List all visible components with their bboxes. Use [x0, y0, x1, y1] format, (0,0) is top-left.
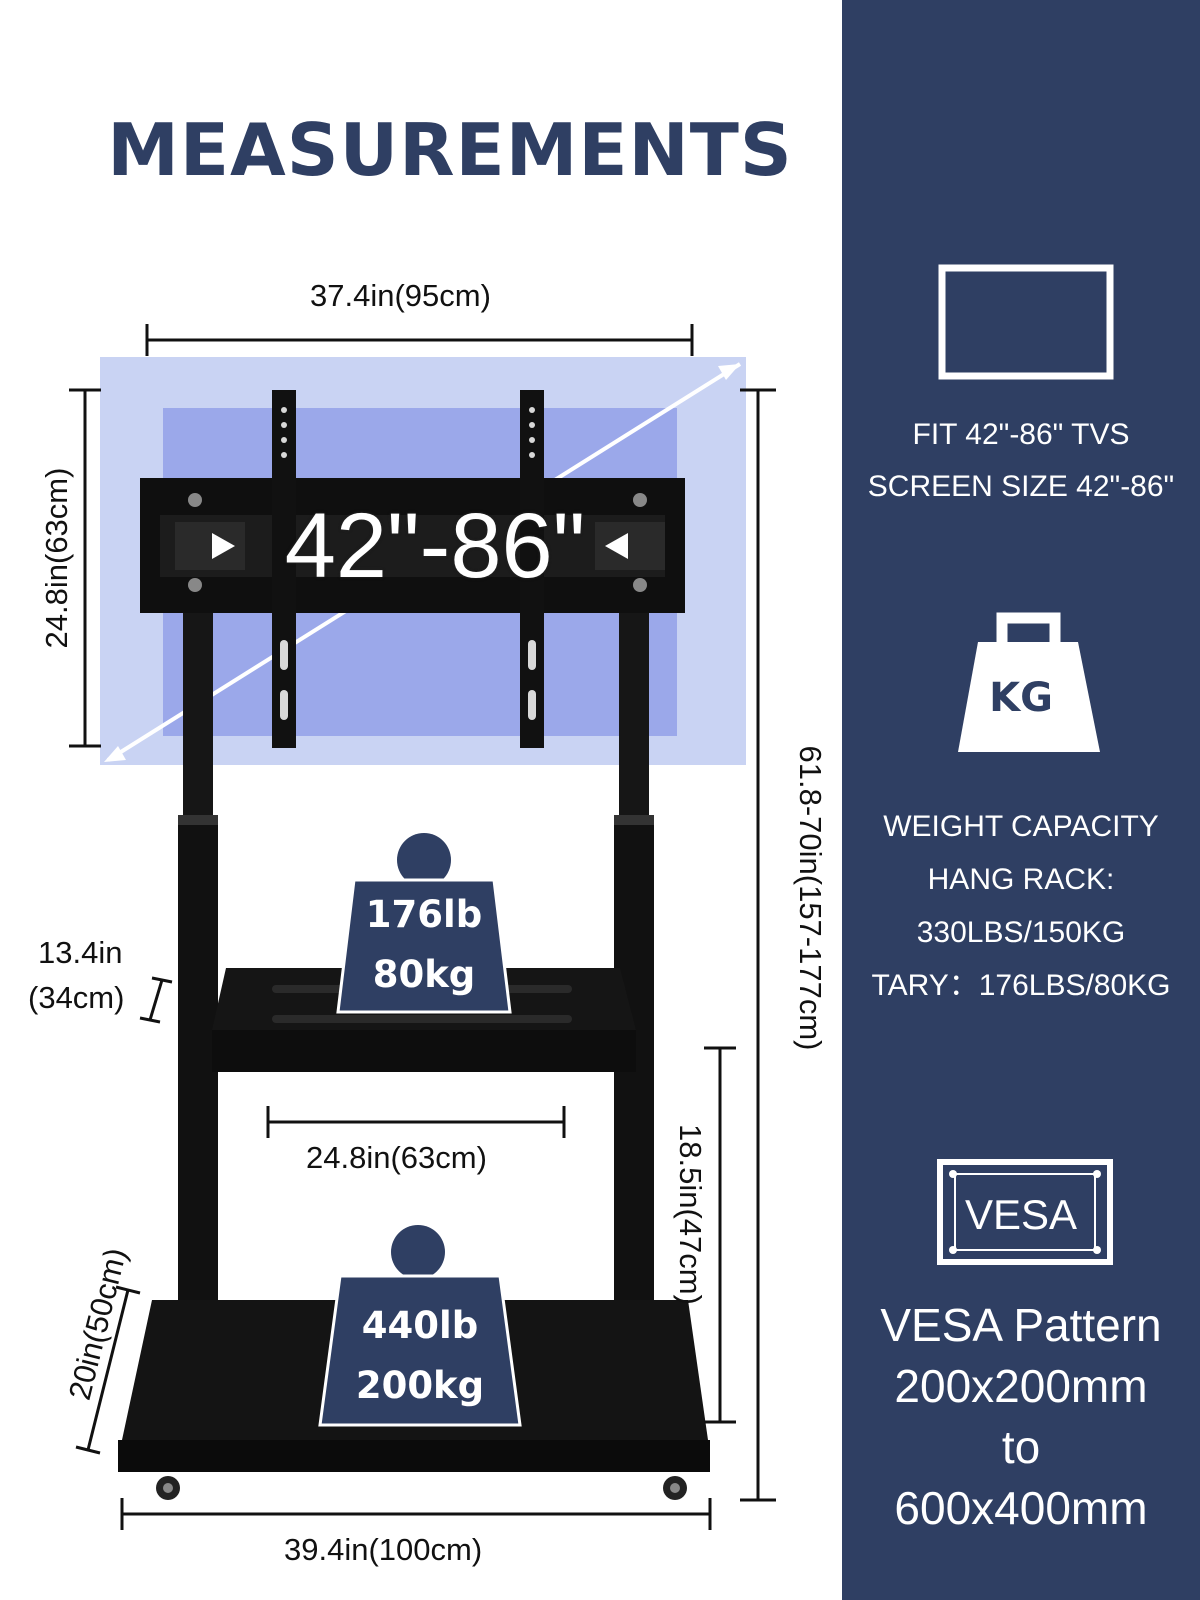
right-upright-upper — [619, 600, 649, 825]
shelf-gap-label-line1: 13.4in — [38, 935, 123, 970]
fit-text-line2: SCREEN SIZE 42"-86" — [867, 470, 1175, 503]
vesa-line2: 200x200mm — [894, 1360, 1148, 1412]
lower-height-label: 18.5in(47cm) — [673, 1124, 708, 1305]
base-width-label: 39.4in(100cm) — [284, 1532, 483, 1567]
capacity-line2: HANG RACK: — [927, 863, 1115, 896]
vesa-line1: VESA Pattern — [880, 1299, 1162, 1351]
mount-width-label: 37.4in(95cm) — [310, 278, 491, 313]
shelf-width-label: 24.8in(63cm) — [306, 1140, 487, 1175]
vesa-arm-left — [272, 390, 296, 748]
total-height-label: 61.8-70in(157-177cm) — [793, 745, 828, 1051]
shelf-weight-kg: 80kg — [372, 953, 476, 996]
vesa-icon-label: VESA — [964, 1191, 1078, 1238]
capacity-line4: TARY：176LBS/80KG — [871, 969, 1171, 1002]
screen-size-label: 42"-86" — [284, 495, 586, 597]
base-weight-kg: 200kg — [355, 1364, 485, 1407]
kg-icon-label: KG — [989, 675, 1053, 721]
base-weight-badge — [318, 1274, 522, 1427]
shelf-gap-label-line2: (34cm) — [28, 980, 125, 1015]
capacity-line3: 330LBS/150KG — [916, 916, 1126, 949]
screen-height-label: 24.8in(63cm) — [39, 467, 74, 649]
kettlebell-icon — [958, 612, 1100, 752]
vesa-arm-right — [520, 390, 544, 748]
left-upright-lower — [178, 820, 218, 1320]
shelf-weight-lb: 176lb — [365, 893, 483, 936]
base-weight-lb: 440lb — [361, 1304, 479, 1347]
vesa-line3: to — [1001, 1421, 1041, 1473]
left-upright-upper — [183, 600, 213, 825]
page-title: MEASUREMENTS — [107, 108, 793, 192]
capacity-line1: WEIGHT CAPACITY — [883, 810, 1159, 843]
shelf-weight-badge — [336, 878, 512, 1014]
fit-text-line1: FIT 42"-86" TVS — [912, 418, 1130, 451]
vesa-line4: 600x400mm — [894, 1482, 1148, 1534]
tv-screen-icon — [938, 264, 1114, 380]
vesa-plate-icon — [937, 1159, 1113, 1265]
